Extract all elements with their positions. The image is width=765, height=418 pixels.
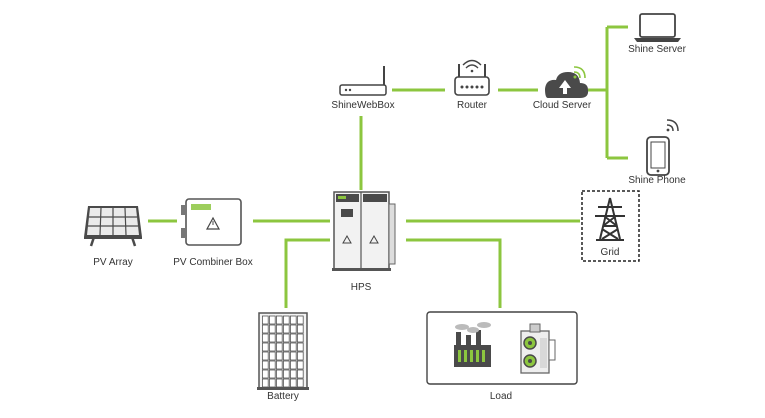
- battery-cell: [268, 315, 276, 325]
- battery-cell: [261, 360, 269, 370]
- battery-rack-icon: [257, 312, 309, 390]
- battery-cell: [289, 315, 297, 325]
- battery-cell: [296, 360, 304, 370]
- battery-cell: [268, 369, 276, 379]
- battery-cell: [282, 315, 290, 325]
- battery-cell: [275, 369, 283, 379]
- battery-cell: [282, 351, 290, 361]
- link-hps-load: [406, 238, 502, 308]
- battery-cell: [275, 351, 283, 361]
- signal-icon: [666, 119, 679, 132]
- hps-cabinet-icon: [332, 191, 396, 271]
- grid-label: Grid: [600, 247, 620, 258]
- battery-cell: [289, 360, 297, 370]
- cloud-server-label: Cloud Server: [532, 100, 592, 111]
- transmission-tower-icon: [595, 197, 625, 241]
- battery-cell: [282, 369, 290, 379]
- battery-label: Battery: [267, 391, 299, 402]
- battery-cell: [289, 324, 297, 334]
- battery-cell: [289, 351, 297, 361]
- battery-cell: [261, 333, 269, 343]
- battery-cell: [268, 351, 276, 361]
- battery-cell: [296, 315, 304, 325]
- battery-cell: [296, 369, 304, 379]
- battery-cell: [261, 315, 269, 325]
- grid-group: [581, 190, 640, 262]
- shine-phone-label: Shine Phone: [628, 175, 686, 186]
- battery-cell: [289, 342, 297, 352]
- shine-web-box-label: ShineWebBox: [331, 100, 395, 111]
- battery-cell: [275, 360, 283, 370]
- battery-cell: [261, 351, 269, 361]
- connection-lines: [148, 25, 628, 308]
- battery-cell: [289, 369, 297, 379]
- factory-icon: [454, 322, 491, 367]
- battery-cell: [275, 324, 283, 334]
- hvac-unit-icon: [520, 323, 556, 374]
- wifi-icon: [462, 59, 482, 73]
- webbox-icon: [339, 66, 387, 96]
- battery-cell: [296, 351, 304, 361]
- combiner-box-icon: [181, 198, 242, 246]
- battery-cell: [289, 333, 297, 343]
- battery-cell: [261, 342, 269, 352]
- battery-cell: [296, 333, 304, 343]
- shine-server-label: Shine Server: [628, 44, 686, 55]
- battery-cell: [275, 315, 283, 325]
- battery-cell: [296, 324, 304, 334]
- battery-cell: [282, 360, 290, 370]
- phone-icon: [646, 119, 679, 176]
- battery-cell: [275, 378, 283, 388]
- hps-label: HPS: [350, 282, 372, 293]
- battery-cell: [282, 378, 290, 388]
- battery-cell: [268, 360, 276, 370]
- pv-array-label: PV Array: [93, 257, 133, 268]
- battery-cell: [261, 369, 269, 379]
- router-icon: [454, 59, 490, 96]
- pv-combiner-box-label: PV Combiner Box: [173, 257, 253, 268]
- battery-cell: [282, 333, 290, 343]
- battery-cell: [268, 342, 276, 352]
- signal-icon: [573, 66, 586, 79]
- cloud-icon: [545, 66, 589, 98]
- battery-cell: [261, 324, 269, 334]
- solar-panel-icon: [84, 206, 142, 247]
- load-label: Load: [489, 391, 513, 402]
- battery-cell: [282, 324, 290, 334]
- battery-cell: [275, 342, 283, 352]
- battery-cell: [282, 342, 290, 352]
- battery-cell: [268, 333, 276, 343]
- battery-cell: [289, 378, 297, 388]
- battery-cell: [296, 378, 304, 388]
- battery-cell: [275, 333, 283, 343]
- battery-cell: [296, 342, 304, 352]
- load-group: [426, 311, 578, 385]
- link-hps-battery: [284, 238, 330, 308]
- laptop-icon: [634, 13, 681, 42]
- router-label: Router: [456, 100, 488, 111]
- battery-cell: [268, 378, 276, 388]
- battery-cell: [268, 324, 276, 334]
- battery-cell: [261, 378, 269, 388]
